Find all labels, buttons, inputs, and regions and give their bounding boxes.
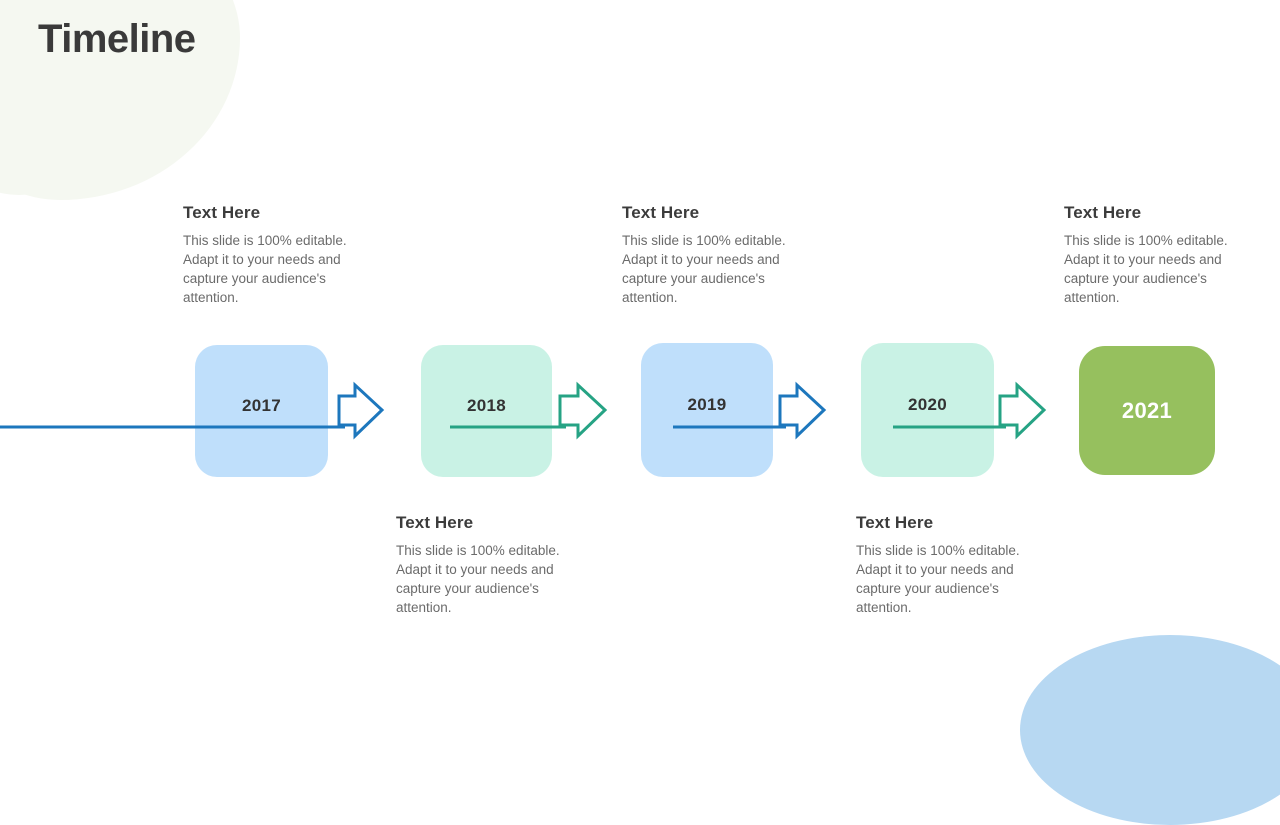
milestone-box-2021[interactable]: 2021 — [1079, 346, 1215, 475]
text-block-top-1: Text Here This slide is 100% editable. A… — [183, 203, 369, 307]
text-block-body: This slide is 100% editable. Adapt it to… — [183, 233, 347, 305]
milestone-year-label: 2017 — [241, 396, 282, 415]
page-title: Timeline — [38, 17, 196, 61]
text-block-bottom-2: Text Here This slide is 100% editable. A… — [856, 513, 1042, 617]
text-block-body: This slide is 100% editable. Adapt it to… — [1064, 233, 1228, 305]
text-block-heading: Text Here — [622, 203, 700, 222]
milestone-box-2017[interactable]: 2017 — [195, 345, 328, 477]
text-block-body: This slide is 100% editable. Adapt it to… — [396, 543, 560, 615]
text-block-top-3: Text Here This slide is 100% editable. A… — [1064, 203, 1250, 307]
text-block-top-2: Text Here This slide is 100% editable. A… — [622, 203, 808, 307]
milestone-box-2020[interactable]: 2020 — [861, 343, 994, 477]
timeline-container: 2017 2018 2019 2020 2021 — [195, 343, 1215, 477]
text-block-body: This slide is 100% editable. Adapt it to… — [622, 233, 786, 305]
text-block-heading: Text Here — [396, 513, 474, 532]
text-block-heading: Text Here — [1064, 203, 1142, 222]
milestone-year-label: 2018 — [466, 396, 507, 415]
milestone-year-label: 2020 — [907, 395, 948, 414]
text-block-body: This slide is 100% editable. Adapt it to… — [856, 543, 1020, 615]
milestone-year-label: 2019 — [687, 395, 727, 414]
milestone-box-2019[interactable]: 2019 — [641, 343, 773, 477]
text-block-heading: Text Here — [856, 513, 934, 532]
text-block-bottom-1: Text Here This slide is 100% editable. A… — [396, 513, 582, 617]
milestone-year-label: 2021 — [1121, 397, 1173, 423]
milestone-box-2018[interactable]: 2018 — [421, 345, 552, 477]
text-block-heading: Text Here — [183, 203, 261, 222]
